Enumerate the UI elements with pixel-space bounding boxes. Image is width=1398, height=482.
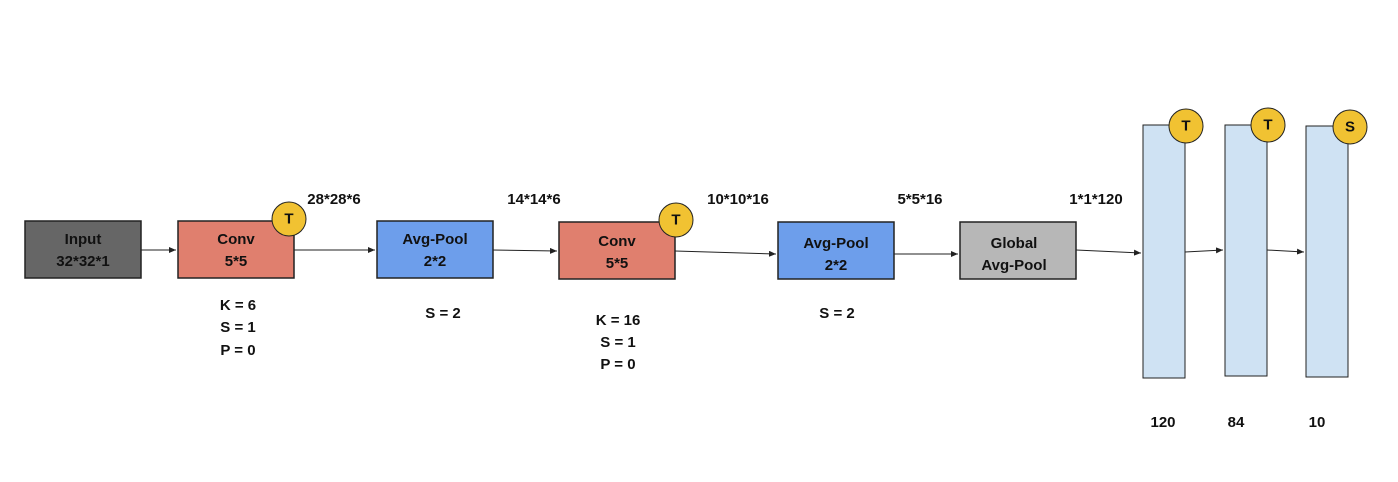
pool2-label-line2: 2*2 <box>825 257 848 274</box>
conv2-badge-label: T <box>671 212 680 229</box>
conv2-badge <box>658 202 694 238</box>
pool1-param-s: S = 2 <box>425 305 460 322</box>
conv1-badge <box>271 201 307 237</box>
pool2-label-line1: Avg-Pool <box>803 235 868 252</box>
conv1-label-line2: 5*5 <box>225 253 248 270</box>
conv1-label-line1: Conv <box>217 231 255 248</box>
pool2-box <box>777 221 895 280</box>
dim-after-conv1: 28*28*6 <box>307 191 360 208</box>
fc-layer-2: T 84 <box>1224 107 1286 431</box>
dim-after-pool1: 14*14*6 <box>507 191 560 208</box>
fc1-badge <box>1168 108 1204 144</box>
fc1-badge-label: T <box>1181 118 1190 135</box>
edge-conv2-pool2 <box>674 250 777 257</box>
fc3-badge <box>1332 109 1368 145</box>
dim-after-gpool: 1*1*120 <box>1069 191 1122 208</box>
gpool-node: Global Avg-Pool <box>959 221 1077 280</box>
conv2-param-k: K = 16 <box>596 312 641 329</box>
conv1-param-k: K = 6 <box>220 297 256 314</box>
conv1-badge-label: T <box>284 211 293 228</box>
fc1-units: 120 <box>1150 414 1175 431</box>
fc2-units: 84 <box>1228 414 1245 431</box>
gpool-box <box>959 221 1077 280</box>
conv2-label-line1: Conv <box>598 233 636 250</box>
fc1-bar <box>1142 124 1186 379</box>
conv1-box <box>177 220 295 279</box>
fc2-bar <box>1224 124 1268 377</box>
edge-fc2-fc3 <box>1266 248 1305 255</box>
fc3-units: 10 <box>1309 414 1326 431</box>
conv2-box <box>558 221 676 280</box>
conv1-node: Conv 5*5 T K = 6 S = 1 P = 0 <box>177 201 307 359</box>
pool2-node: Avg-Pool 2*2 S = 2 <box>777 221 895 322</box>
fc2-badge <box>1250 107 1286 143</box>
gpool-label-line1: Global <box>991 235 1038 252</box>
edge-fc1-fc2 <box>1184 247 1224 254</box>
pool1-label-line2: 2*2 <box>424 253 447 270</box>
conv2-param-p: P = 0 <box>600 356 635 373</box>
fc-layer-1: T 120 <box>1142 108 1204 431</box>
pool1-box <box>376 220 494 279</box>
conv2-param-s: S = 1 <box>600 334 635 351</box>
conv2-label-line2: 5*5 <box>606 255 629 272</box>
input-box <box>24 220 142 279</box>
dim-after-pool2: 5*5*16 <box>897 191 942 208</box>
fc3-badge-label: S <box>1345 119 1355 136</box>
conv1-param-p: P = 0 <box>220 342 255 359</box>
fc2-badge-label: T <box>1263 117 1272 134</box>
input-node: Input 32*32*1 <box>24 220 142 279</box>
gpool-label-line2: Avg-Pool <box>981 257 1046 274</box>
pool2-param-s: S = 2 <box>819 305 854 322</box>
pool1-label-line1: Avg-Pool <box>402 231 467 248</box>
input-label-line1: Input <box>65 231 102 248</box>
fc-layer-3: S 10 <box>1305 109 1368 431</box>
fc3-bar <box>1305 125 1349 378</box>
input-label-line2: 32*32*1 <box>56 253 109 270</box>
edge-pool1-conv2 <box>491 247 558 254</box>
conv1-param-s: S = 1 <box>220 319 255 336</box>
pool1-node: Avg-Pool 2*2 S = 2 <box>376 220 494 322</box>
dim-after-conv2: 10*10*16 <box>707 191 769 208</box>
conv2-node: Conv 5*5 T K = 16 S = 1 P = 0 <box>558 202 694 373</box>
edge-gpool-fc1 <box>1075 249 1142 256</box>
